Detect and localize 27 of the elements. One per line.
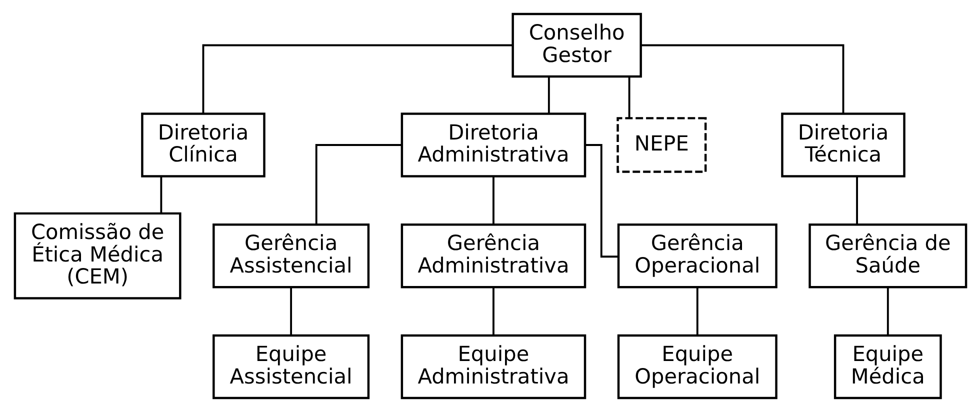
node-box: Gerência de Saúde bbox=[808, 223, 967, 288]
node-box: Equipe Médica bbox=[833, 334, 942, 400]
connector bbox=[492, 287, 494, 336]
node-box: Equipe Assistencial bbox=[212, 334, 370, 400]
node-box: Comissão de Ética Médica (CEM) bbox=[13, 212, 181, 300]
connector bbox=[547, 76, 550, 114]
connector bbox=[202, 44, 512, 114]
connector bbox=[856, 176, 858, 224]
node-box: Gerência Administrativa bbox=[400, 223, 586, 288]
node-box: Equipe Administrativa bbox=[400, 334, 586, 400]
connector bbox=[696, 287, 698, 336]
node-box: Gerência Assistencial bbox=[212, 223, 370, 288]
node-box: Diretoria Clínica bbox=[140, 112, 265, 178]
node-box: Diretoria Administrativa bbox=[400, 112, 586, 178]
node-box: Equipe Operacional bbox=[616, 334, 777, 400]
connector bbox=[160, 176, 162, 214]
node-box: Diretoria Técnica bbox=[780, 112, 905, 178]
connector bbox=[492, 176, 494, 224]
connector bbox=[290, 287, 292, 336]
node-box: Gerência Operacional bbox=[616, 223, 777, 288]
connector bbox=[886, 287, 888, 336]
connector bbox=[584, 144, 618, 258]
node-box: Conselho Gestor bbox=[511, 12, 642, 78]
node-box: NEPE bbox=[616, 117, 706, 173]
connector bbox=[640, 44, 844, 114]
connector bbox=[314, 144, 402, 224]
connector bbox=[628, 76, 630, 118]
